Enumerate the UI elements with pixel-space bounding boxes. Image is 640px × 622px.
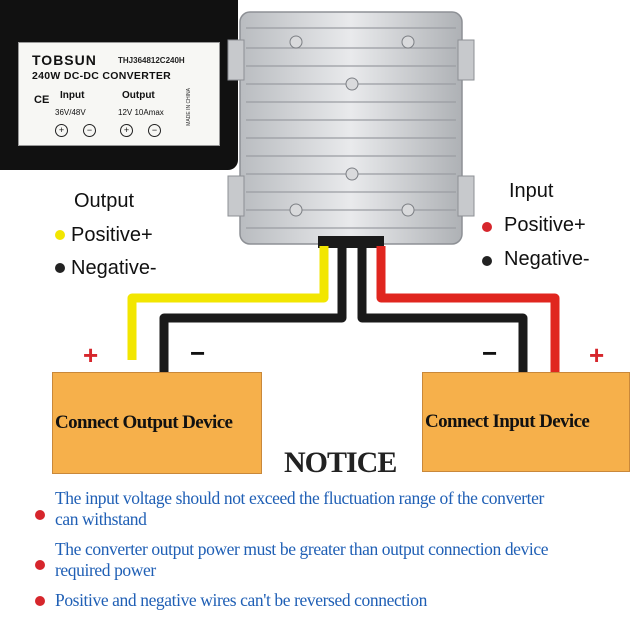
notice-item: Positive and negative wires can't be rev…: [55, 590, 427, 611]
label-minus-symbol: −: [83, 124, 96, 137]
input-plus-sign: +: [589, 340, 605, 370]
black-output-negative-wire: [159, 246, 347, 372]
yellow-dot-icon: [55, 230, 65, 240]
notice-item-line: The converter output power must be great…: [55, 539, 549, 559]
output-positive-label: Positive+: [71, 224, 153, 246]
input-negative-label: Negative-: [504, 248, 590, 270]
label-minus-symbol: −: [148, 124, 161, 137]
label-plus-symbol: +: [120, 124, 133, 137]
label-input-voltage: 36V/48V: [55, 108, 86, 117]
output-device-label: Connect Output Device: [55, 412, 233, 433]
output-plus-sign: +: [83, 340, 99, 370]
label-output-heading: Output: [122, 90, 155, 101]
input-device-label: Connect Input Device: [425, 411, 590, 432]
notice-item-line: can withstand: [55, 509, 147, 529]
black-input-negative-wire: [357, 246, 528, 372]
black-dot-icon: [55, 263, 65, 273]
output-legend-title: Output: [74, 190, 135, 212]
input-positive-label: Positive+: [504, 214, 586, 236]
yellow-output-positive-wire: [127, 246, 329, 360]
converter-label: [18, 42, 220, 146]
notice-item: The converter output power must be great…: [55, 539, 549, 581]
brand-name: TOBSUN: [32, 52, 97, 68]
label-plus-symbol: +: [55, 124, 68, 137]
notice-item: The input voltage should not exceed the …: [55, 488, 544, 530]
input-legend-title: Input: [509, 180, 554, 202]
red-bullet-icon: [35, 560, 45, 570]
output-minus-sign: −: [190, 338, 206, 368]
output-device-box: [52, 372, 262, 474]
notice-item-line: Positive and negative wires can't be rev…: [55, 590, 427, 610]
red-bullet-icon: [35, 510, 45, 520]
ce-mark: CE: [34, 94, 50, 106]
red-input-positive-wire: [376, 246, 560, 372]
converter-description: 240W DC-DC CONVERTER: [32, 70, 172, 82]
notice-item-line: required power: [55, 560, 156, 580]
red-dot-icon: [482, 222, 492, 232]
converter-heatsink: [227, 11, 475, 248]
label-output-rating: 12V 10Amax: [118, 108, 164, 117]
red-bullet-icon: [35, 596, 45, 606]
notice-item-line: The input voltage should not exceed the …: [55, 488, 544, 508]
label-input-heading: Input: [60, 90, 85, 101]
input-minus-sign: −: [482, 338, 498, 368]
notice-title: NOTICE: [284, 446, 397, 479]
black-dot-icon: [482, 256, 492, 266]
input-device-box: [422, 372, 630, 472]
model-number: THJ364812C240H: [118, 56, 185, 65]
output-negative-label: Negative-: [71, 257, 157, 279]
